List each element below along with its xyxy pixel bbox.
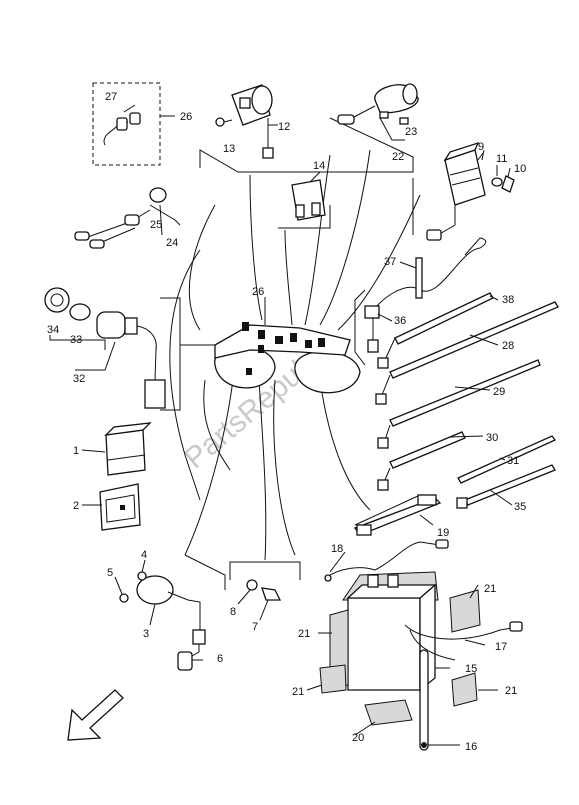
callout-6: 6: [217, 653, 223, 665]
part-27-group: [92, 82, 175, 166]
callout-4: 4: [141, 549, 147, 561]
part-25-cap[interactable]: [149, 187, 167, 203]
part-22-group[interactable]: [337, 83, 419, 141]
callout-21-bottom-right: 21: [505, 685, 517, 697]
part-29-cable-tie[interactable]: [389, 359, 541, 427]
callout-33: 33: [70, 334, 82, 346]
callout-13: 13: [223, 143, 235, 155]
callout-8: 8: [230, 606, 236, 618]
callout-3: 3: [143, 628, 149, 640]
part-21-pad-right-bottom[interactable]: [451, 672, 478, 707]
callout-26-center: 26: [252, 286, 264, 298]
leader-lines: [81, 152, 513, 746]
group-brackets: [160, 117, 421, 590]
callout-26-top: 26: [180, 111, 192, 123]
part-17-terminal[interactable]: [509, 621, 523, 632]
part-5-screw[interactable]: [119, 593, 129, 603]
callout-25: 25: [150, 219, 162, 231]
part-34-cap[interactable]: [44, 287, 70, 313]
callout-10: 10: [514, 163, 526, 175]
part-32-ignition-switch[interactable]: [44, 287, 166, 409]
callout-28: 28: [502, 340, 514, 352]
part-28-cable-tie[interactable]: [389, 301, 559, 379]
part-10-nut[interactable]: [501, 175, 515, 193]
cable-ties: [375, 292, 559, 509]
callout-32: 32: [73, 373, 85, 385]
callout-14: 14: [313, 160, 325, 172]
callout-5: 5: [107, 567, 113, 579]
part-30-cable-tie[interactable]: [389, 431, 466, 469]
callout-12: 12: [278, 121, 290, 133]
callout-21-left: 21: [298, 628, 310, 640]
callout-2: 2: [73, 500, 79, 512]
callout-18: 18: [331, 543, 343, 555]
part-19-bracket[interactable]: [353, 494, 442, 536]
part-20-pad[interactable]: [364, 699, 413, 726]
part-37-clip[interactable]: [415, 257, 423, 299]
part-18-lead[interactable]: [324, 539, 449, 582]
front-direction-arrow-icon: [67, 689, 124, 741]
callout-37: 37: [384, 256, 396, 268]
callout-16: 16: [465, 741, 477, 753]
part-3-horn[interactable]: [119, 571, 206, 671]
callout-31: 31: [507, 455, 519, 467]
part-16-vent-hose[interactable]: [419, 649, 429, 751]
callout-labels: 1 2 3 4 5 6 7 8 9 10 11 12 13 14 15 16 1…: [47, 91, 526, 753]
callout-9: 9: [478, 141, 484, 153]
callout-20: 20: [352, 732, 364, 744]
part-8-washer[interactable]: [246, 579, 258, 591]
part-11-washer[interactable]: [491, 177, 503, 187]
callout-24: 24: [166, 237, 178, 249]
callout-23: 23: [405, 126, 417, 138]
part-27-connector[interactable]: [129, 112, 141, 125]
part-13-bolt[interactable]: [215, 117, 225, 127]
battery-assembly[interactable]: [319, 571, 523, 751]
part-33-nut[interactable]: [69, 303, 91, 321]
callout-22: 22: [392, 151, 404, 163]
part-21-pad-right-top[interactable]: [449, 589, 481, 633]
part-1-module[interactable]: [104, 422, 152, 476]
part-9-cdi-unit[interactable]: [426, 141, 515, 241]
part-31-cable-tie[interactable]: [457, 435, 557, 484]
wire-harness: [169, 149, 421, 561]
part-14-cover[interactable]: [291, 171, 326, 221]
callout-21-bottom-left: 21: [292, 686, 304, 698]
part-6-connector[interactable]: [177, 651, 193, 671]
callout-30: 30: [486, 432, 498, 444]
callout-36: 36: [394, 315, 406, 327]
callout-35: 35: [514, 501, 526, 513]
dashed-group-box: [92, 82, 161, 166]
part-36-sensor[interactable]: [364, 237, 487, 353]
callout-1: 1: [73, 445, 79, 457]
callout-38: 38: [502, 294, 514, 306]
part-4-bolt[interactable]: [137, 571, 147, 581]
callout-17: 17: [495, 641, 507, 653]
part-7-sensor[interactable]: [246, 579, 282, 601]
part-21-pad-bottom-left[interactable]: [319, 664, 347, 694]
callout-15: 15: [465, 663, 477, 675]
callout-29: 29: [493, 386, 505, 398]
part-24-wire-group[interactable]: [74, 187, 181, 249]
callout-34: 34: [47, 324, 59, 336]
callout-7: 7: [252, 621, 258, 633]
part-2-bracket[interactable]: [99, 483, 141, 531]
callout-27: 27: [105, 91, 117, 103]
callout-21-top-right: 21: [484, 583, 496, 595]
callout-11: 11: [496, 153, 507, 165]
part-12-relay[interactable]: [215, 84, 278, 159]
callout-19: 19: [437, 527, 449, 539]
